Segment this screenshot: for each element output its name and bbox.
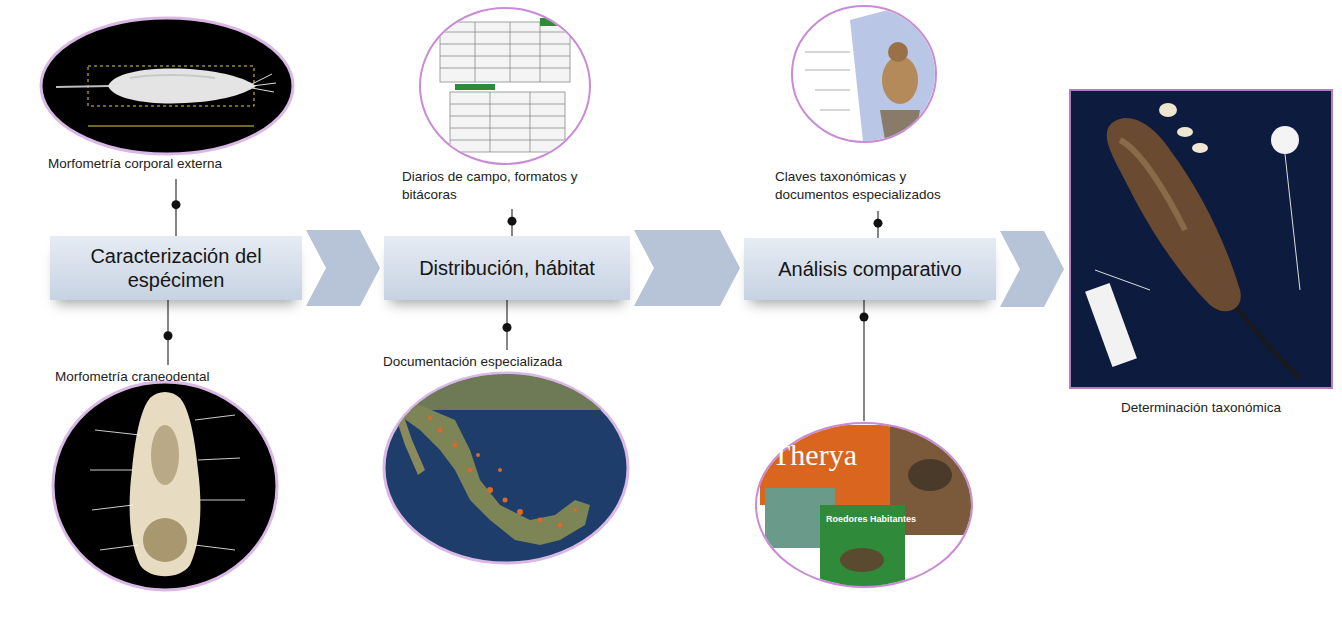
chevron-arrow xyxy=(306,230,380,306)
result-photo: Determinación taxonómica xyxy=(1068,88,1334,420)
connector-line xyxy=(503,300,512,350)
specimen-skin-photo xyxy=(1070,90,1332,388)
image-caption: Morfometría craneodental xyxy=(55,368,280,386)
keys-document xyxy=(792,0,945,160)
process-box: Caracterización del espécimen xyxy=(50,236,302,300)
process-box: Distribución, hábitat xyxy=(384,236,630,300)
leader-line xyxy=(860,299,869,421)
connector-line xyxy=(508,209,517,236)
skull-photo xyxy=(53,382,277,590)
field-forms xyxy=(420,8,590,164)
photo-circle: Morfometría corporal externa xyxy=(40,14,302,176)
image-caption: Determinación taxonómica xyxy=(1068,399,1334,417)
image-caption: Documentación especializada xyxy=(383,353,623,371)
photo-circle: Diarios de campo, formatos y bitácoras xyxy=(398,6,626,206)
box-label: Distribución, hábitat xyxy=(419,256,595,280)
connector-line xyxy=(874,211,883,238)
photo-circle: Claves taxonómicas y documentos especial… xyxy=(772,4,984,208)
image-caption: Morfometría corporal externa xyxy=(48,155,298,173)
process-box: Análisis comparativo xyxy=(744,238,996,300)
book-title: Roedores Habitantes xyxy=(826,514,916,524)
photo-circle: Morfometría craneodental xyxy=(50,368,286,594)
box-label: Caracterización del espécimen xyxy=(80,244,272,292)
specimen-photo xyxy=(41,18,293,154)
journal-title: Therya xyxy=(772,438,857,472)
publications-photo xyxy=(756,423,980,590)
photo-circle: Documentación especializada xyxy=(380,353,632,565)
connector-line xyxy=(172,179,181,236)
box-label: Análisis comparativo xyxy=(778,257,961,281)
image-caption: Diarios de campo, formatos y bitácoras xyxy=(402,168,612,203)
image-caption: Claves taxonómicas y documentos especial… xyxy=(775,168,980,203)
chevron-arrow xyxy=(634,230,740,306)
distribution-map xyxy=(380,370,640,563)
chevron-arrow xyxy=(1000,231,1064,307)
connector-line xyxy=(164,300,173,365)
